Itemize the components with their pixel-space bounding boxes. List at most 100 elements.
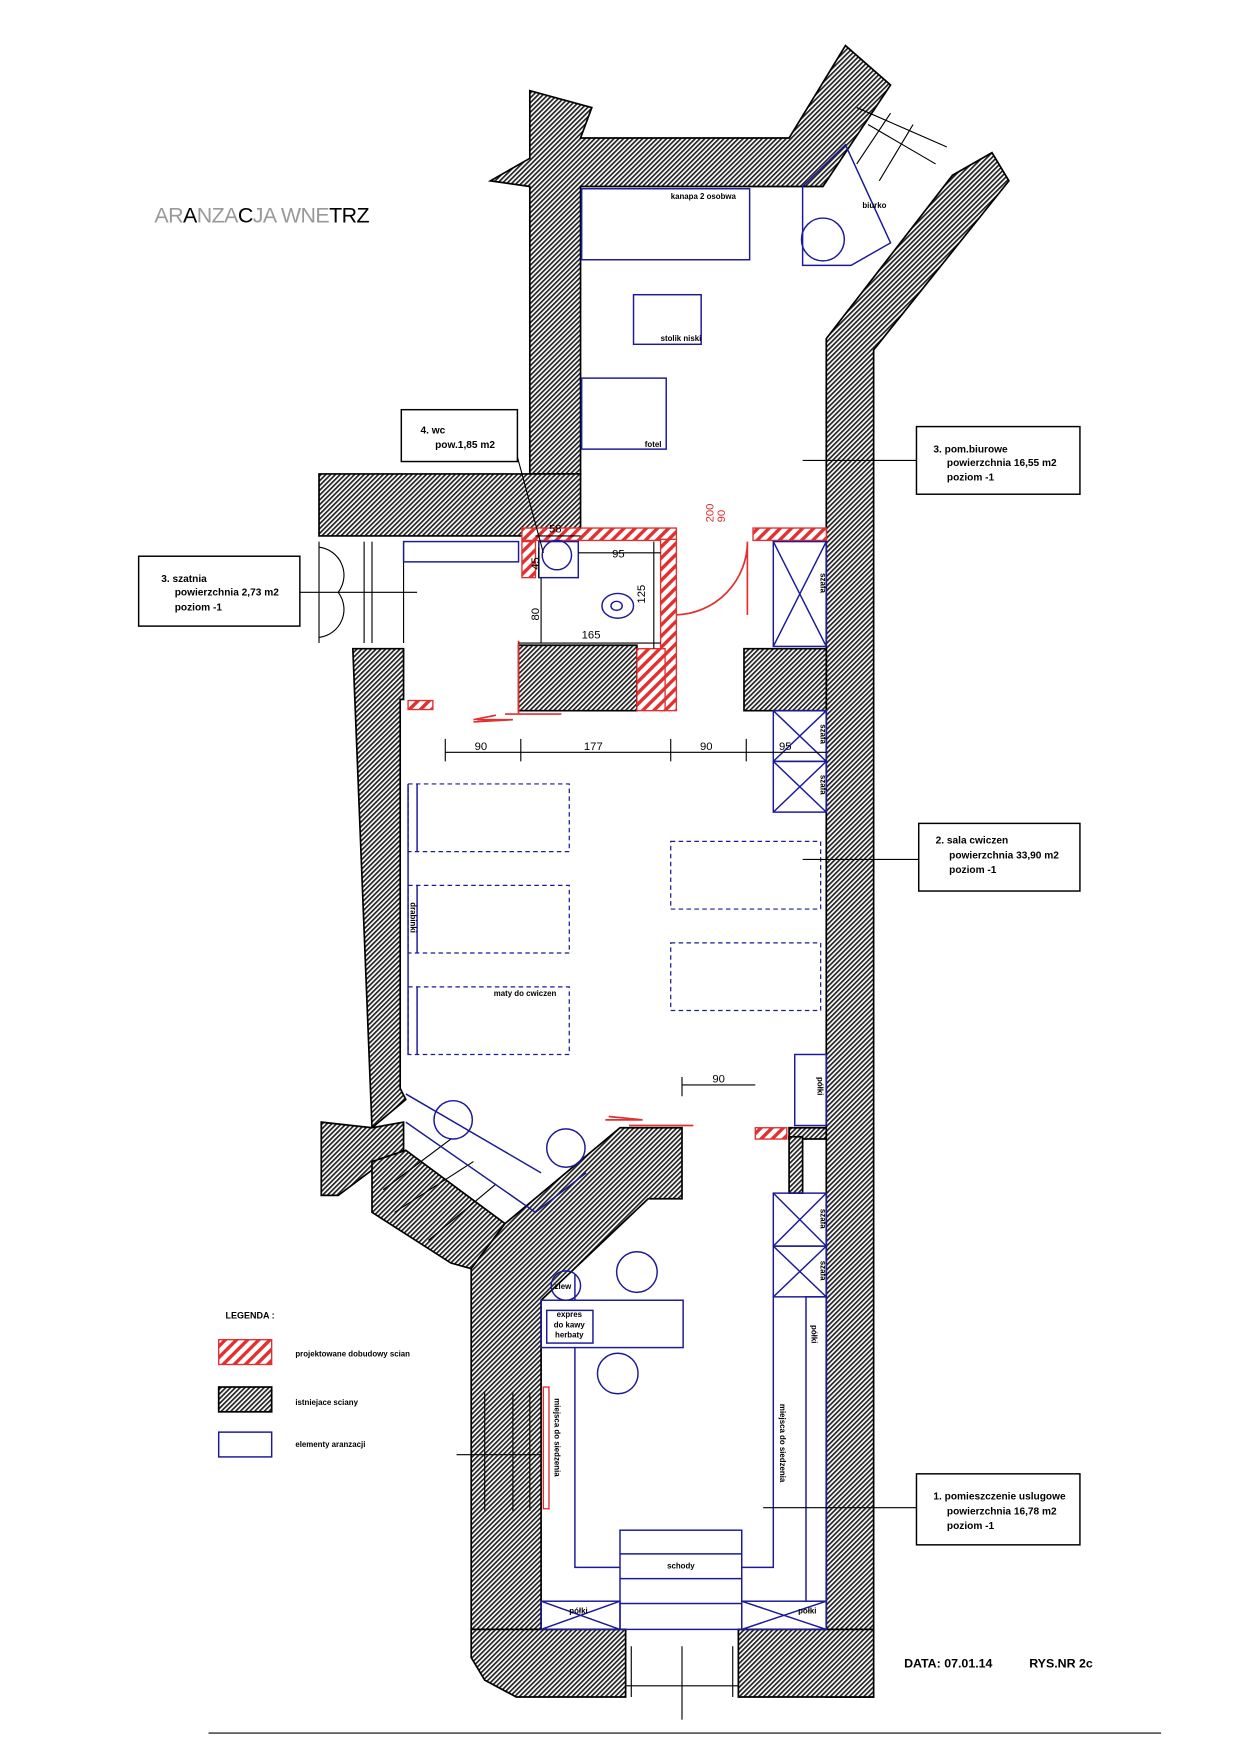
mat xyxy=(407,986,570,1056)
ladder-label: drabinki xyxy=(408,902,417,933)
legend-item: projektowane dobudowy scian xyxy=(295,1350,410,1359)
shelf-bottom-left xyxy=(540,1600,621,1631)
armchair xyxy=(580,377,667,450)
seating-right-label: miejsca do siedzenia xyxy=(778,1404,787,1483)
mat xyxy=(407,884,570,954)
shelf-bl-label: półki xyxy=(569,1607,587,1616)
dim-row-2: 177 xyxy=(584,741,603,753)
shelf-x xyxy=(741,1600,827,1631)
shelf-gym xyxy=(793,1053,828,1127)
svg-text:powierzchnia 16,78 m2: powierzchnia 16,78 m2 xyxy=(947,1506,1057,1517)
sofa-label: kanapa 2 osobwa xyxy=(671,192,737,201)
drawing-number: RYS.NR 2c xyxy=(1029,1657,1093,1671)
shelf-bottom-right xyxy=(741,1600,828,1631)
sofa xyxy=(580,188,751,261)
new-wall-wc-left xyxy=(521,540,537,579)
room-label-wc: 4. wc pow.1,85 m2 xyxy=(400,408,544,553)
wc-north-wall xyxy=(318,473,582,537)
dim-row-1: 90 xyxy=(475,741,488,753)
svg-text:powierzchnia 2,73 m2: powierzchnia 2,73 m2 xyxy=(175,588,279,599)
svg-text:poziom -1: poziom -1 xyxy=(947,1521,995,1532)
stairs xyxy=(619,1529,743,1631)
dim-125: 125 xyxy=(636,585,648,604)
stool xyxy=(615,1251,658,1294)
seating-benches xyxy=(574,1296,775,1569)
svg-text:szafa: szafa xyxy=(819,724,828,744)
legend-swatch-new xyxy=(218,1339,273,1366)
svg-text:szafa: szafa xyxy=(819,775,828,795)
south-wall-right xyxy=(737,1628,875,1698)
legend-title: LEGENDA : xyxy=(225,1310,274,1320)
new-wall-wc-bottom xyxy=(636,647,666,712)
dim-row-4: 95 xyxy=(779,741,792,753)
toilet xyxy=(601,592,635,619)
table-label: stolik niski xyxy=(661,334,702,343)
wardrobe-gym-1: szafa xyxy=(772,709,828,763)
sliding-door-1 xyxy=(473,640,562,723)
shelf-right-label: półki xyxy=(810,1325,819,1343)
dim-row-3: 90 xyxy=(700,741,713,753)
coffee-machine xyxy=(545,1309,594,1344)
legend: LEGENDA : projektowane dobudowy scian is… xyxy=(217,1310,410,1458)
pillar xyxy=(788,1135,804,1194)
dim-80: 80 xyxy=(530,608,542,621)
wardrobe-service-1: szafa xyxy=(772,1192,828,1247)
desk-chair xyxy=(800,217,846,262)
dimensions: 58 45 95 125 80 165 200 90 90 177 90 95 … xyxy=(444,504,827,1097)
new-partition xyxy=(542,1386,550,1510)
diagonal-wall xyxy=(470,1126,683,1631)
stool xyxy=(596,1352,639,1395)
drawing-date: DATA: 07.01.14 xyxy=(904,1657,992,1671)
chair xyxy=(545,1128,586,1168)
svg-text:poziom -1: poziom -1 xyxy=(947,473,995,484)
dim-bottom: 90 xyxy=(712,1074,725,1086)
mat xyxy=(670,840,822,910)
legend-item: istniejace sciany xyxy=(295,1398,358,1407)
door-swing xyxy=(676,541,749,616)
coffee-label-1: expres xyxy=(557,1310,583,1319)
new-wall-office xyxy=(752,527,827,542)
seating-left-label: miejsca do siedzenia xyxy=(553,1398,562,1477)
mat xyxy=(407,783,570,853)
shelf-br-label: półki xyxy=(798,1607,816,1616)
coffee-table xyxy=(632,293,702,346)
mats-label: maty do cwiczen xyxy=(494,989,557,998)
armchair-label: fotel xyxy=(645,440,662,449)
sink-label: zlew xyxy=(555,1282,573,1291)
dim-45: 45 xyxy=(530,557,542,570)
svg-text:1. pomieszczenie uslugowe: 1. pomieszczenie uslugowe xyxy=(933,1492,1066,1503)
sliding-door-2 xyxy=(605,1115,694,1127)
coffee-label-2: do kawy xyxy=(554,1320,586,1329)
drawing-title: ARANZACJA WNETRZ xyxy=(154,204,369,228)
svg-text:2. sala cwiczen: 2. sala cwiczen xyxy=(936,836,1009,847)
new-wall-wc-top xyxy=(521,527,678,542)
existing-walls xyxy=(318,44,1010,1698)
svg-text:szafa: szafa xyxy=(819,1209,828,1229)
mat xyxy=(670,942,822,1012)
wardrobe-service-2: szafa xyxy=(772,1245,828,1298)
reception-desk xyxy=(405,1093,587,1214)
room-label-exercise: 2. sala cwiczen powierzchnia 33,90 m2 po… xyxy=(802,822,1081,892)
shelf-label: półki xyxy=(815,1077,824,1095)
dim-door-h: 200 xyxy=(705,504,717,523)
desk-label: biurko xyxy=(862,201,886,210)
svg-text:szafa: szafa xyxy=(819,573,828,593)
corridor-block-wall xyxy=(743,647,828,712)
toilet-bowl xyxy=(610,600,623,612)
new-walls xyxy=(407,527,827,1510)
coffee-label-3: herbaty xyxy=(555,1330,584,1339)
legend-item: elementy aranzacji xyxy=(295,1440,365,1449)
svg-text:powierzchnia 16,55 m2: powierzchnia 16,55 m2 xyxy=(947,458,1057,469)
wardrobe-office: szafa xyxy=(772,540,828,648)
svg-text:3. szatnia: 3. szatnia xyxy=(161,574,207,585)
west-wall xyxy=(320,647,407,1197)
east-wall xyxy=(788,151,1010,1698)
new-wall-corridor xyxy=(407,699,434,711)
dim-95: 95 xyxy=(612,548,625,560)
cloakroom-bench xyxy=(402,540,520,563)
dim-165: 165 xyxy=(582,630,601,642)
stairs-label: schody xyxy=(667,1562,695,1571)
svg-text:poziom -1: poziom -1 xyxy=(949,865,997,876)
wall-bars xyxy=(407,783,418,1055)
room-label-office: 3. pom.biurowe powierzchnia 16,55 m2 poz… xyxy=(802,425,1081,495)
